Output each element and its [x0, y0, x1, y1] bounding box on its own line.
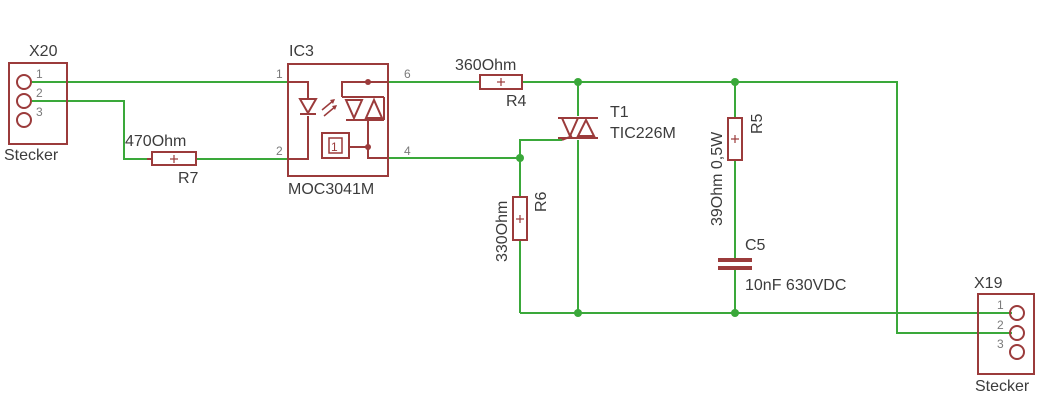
r6-value: 330Ohm: [494, 201, 511, 262]
ic3-pin6-label: 6: [404, 67, 411, 81]
x20-label: Stecker: [4, 147, 59, 164]
x19-pin-2: [1009, 325, 1025, 341]
c5-capacitor: C5 10nF 630VDC: [718, 237, 846, 294]
r6-resistor: 330Ohm R6: [494, 191, 550, 262]
ic3-zc-symbol: 1: [331, 140, 338, 154]
x19-body: [977, 293, 1035, 375]
x20-body: [8, 62, 68, 145]
ic3-triac-wire-bottom: [367, 120, 388, 159]
ic3-name: IC3: [289, 43, 314, 60]
r5-value: 39Ohm 0,5W: [709, 131, 726, 226]
ic3-zero-cross-box: [321, 132, 350, 159]
r5-name: R5: [749, 113, 766, 134]
c5-plate-top: [718, 258, 752, 262]
x20-pin-2-label: 2: [36, 86, 43, 100]
x19-label: Stecker: [975, 378, 1030, 395]
ic3-body: [287, 63, 389, 177]
t1-triangle-left: [560, 117, 580, 139]
x20-pin-2: [16, 93, 32, 109]
junction-dot: [731, 309, 739, 317]
x20-pin-3: [16, 112, 32, 128]
t1-triac: T1 TIC226M: [558, 104, 676, 142]
r7-name: R7: [178, 170, 199, 187]
x19-pin-3: [1009, 344, 1025, 360]
r5-body: [727, 117, 743, 161]
r5-resistor: 39Ohm 0,5W R5: [709, 113, 766, 226]
ic3-zc-inner: [328, 137, 343, 154]
x19-pin-2-label: 2: [997, 318, 1004, 332]
t1-gate-lead: [561, 135, 573, 141]
ic3-pin1-label: 1: [276, 67, 283, 81]
x20-connector: 1 2 3 X20 Stecker: [4, 43, 68, 164]
r4-resistor: 360Ohm R4: [455, 57, 527, 110]
wires: [32, 81, 1012, 334]
x19-pin-1-label: 1: [997, 298, 1004, 312]
x20-pin-1-label: 1: [36, 67, 43, 81]
ic3-light-arrowhead-1: [330, 99, 335, 104]
r4-name: R4: [506, 93, 527, 110]
ic3-led-wire-bottom: [288, 116, 309, 160]
wire-x20-pin2-to-r7: [32, 100, 152, 160]
ic3-led-icon: [298, 98, 318, 116]
r7-resistor: 470Ohm R7: [125, 133, 199, 187]
ic3-optocoupler: 1 1 2 6 4 IC3 MOC3041M: [276, 43, 411, 198]
ic3-pin2-label: 2: [276, 144, 283, 158]
ic3-light-arrowhead-2: [332, 105, 337, 110]
junction-dot: [516, 154, 524, 162]
x19-name: X19: [974, 275, 1003, 292]
t1-name: T1: [610, 104, 629, 121]
wire-gate-node-to-t1-gate: [519, 139, 562, 158]
c5-value: 10nF 630VDC: [745, 277, 846, 294]
x19-connector: 1 2 3 X19 Stecker: [974, 275, 1035, 395]
x19-pin-1: [1009, 305, 1025, 321]
c5-name: C5: [745, 237, 766, 254]
ic3-node-dot: [365, 79, 371, 85]
x20-name: X20: [29, 43, 58, 60]
x20-pin-3-label: 3: [36, 105, 43, 119]
ic3-value: MOC3041M: [288, 181, 374, 198]
r7-value: 470Ohm: [125, 133, 186, 150]
r7-body: [151, 151, 197, 166]
ic3-triac-icon-left: [344, 99, 364, 121]
r4-value: 360Ohm: [455, 57, 516, 74]
junction-dot: [731, 78, 739, 86]
x19-pin-3-label: 3: [997, 337, 1004, 351]
x20-pin-1: [16, 74, 32, 90]
r6-name: R6: [533, 191, 550, 212]
t1-triangle-right: [576, 117, 596, 137]
ic3-led-wire-top: [288, 81, 309, 98]
r6-body: [512, 196, 528, 241]
r4-body: [479, 74, 523, 90]
junction-dot: [574, 78, 582, 86]
junction-dot: [574, 309, 582, 317]
ic3-pin4-label: 4: [404, 144, 411, 158]
c5-plate-bottom: [718, 266, 752, 270]
t1-value: TIC226M: [610, 125, 676, 142]
wire-top-rail: [522, 81, 1012, 334]
ic3-triac-wire-top: [341, 81, 388, 97]
ic3-triac-icon-right: [364, 97, 384, 119]
junctions: [516, 78, 739, 317]
